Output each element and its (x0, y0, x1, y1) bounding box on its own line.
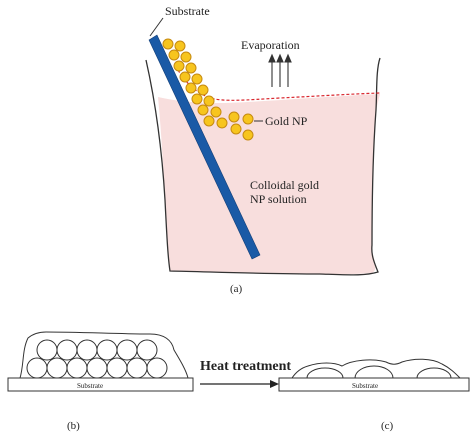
nanoparticle (76, 339, 98, 361)
nanoparticle (66, 357, 88, 379)
substrate-label-a: Substrate (165, 4, 210, 18)
substrate-label-c: Substrate (352, 382, 378, 390)
nanoparticle (56, 339, 78, 361)
nanoparticle (26, 357, 48, 379)
heat-treatment-arrow: Heat treatment (200, 359, 291, 388)
gold-nanoparticle (230, 123, 242, 135)
gold-nanoparticle (203, 115, 215, 127)
gold-nanoparticle (185, 82, 197, 94)
nanoparticle (96, 339, 118, 361)
panel-b: Substrate (b) (7, 331, 194, 432)
gold-np-label: Gold NP (265, 114, 308, 128)
gold-islands (306, 365, 452, 379)
gold-nanoparticle (179, 71, 191, 83)
panel-c: Substrate (c) (278, 358, 470, 432)
panel-a: Substrate Evaporation Gold NP Colloidal … (145, 4, 381, 295)
nanoparticle-film-outline (19, 331, 189, 379)
gold-island (416, 367, 452, 379)
gold-nanoparticle (197, 84, 209, 96)
gold-island (354, 365, 394, 379)
nanoparticle (146, 357, 168, 379)
gold-nanoparticle (210, 106, 222, 118)
nanoparticle (106, 357, 128, 379)
nanoparticle (86, 357, 108, 379)
gold-nanoparticle (168, 49, 180, 61)
nanoparticle (136, 339, 158, 361)
annealed-film-outline (291, 358, 461, 379)
substrate-slide (148, 34, 261, 260)
gold-nanoparticle (174, 40, 186, 52)
caption-c: (c) (381, 420, 394, 432)
gold-nanoparticle (180, 51, 192, 63)
gold-island (306, 367, 344, 379)
gold-nanoparticle (228, 111, 240, 123)
evaporation-arrows (268, 53, 292, 87)
caption-b: (b) (67, 420, 80, 432)
substrate-pointer (149, 17, 164, 37)
nanoparticle (36, 339, 58, 361)
gold-nanoparticle (216, 117, 228, 129)
substrate-label-b: Substrate (77, 382, 103, 390)
gold-nanoparticles (162, 38, 254, 141)
nanoparticle (116, 339, 138, 361)
gold-nanoparticle (242, 113, 254, 125)
substrate-slab-b (7, 377, 194, 392)
solution-label-line2: NP solution (250, 192, 307, 206)
gold-nanoparticle (185, 62, 197, 74)
gold-nanoparticle (173, 60, 185, 72)
gold-nanoparticle (191, 93, 203, 105)
nanoparticle (46, 357, 68, 379)
caption-a: (a) (230, 283, 243, 295)
beaker-outline (145, 57, 381, 276)
gold-nanoparticle (197, 104, 209, 116)
nanoparticle-stack (26, 339, 168, 379)
heat-treatment-label: Heat treatment (200, 359, 291, 374)
nanoparticle (126, 357, 148, 379)
gold-nanoparticle (203, 95, 215, 107)
gold-nanoparticle (242, 129, 254, 141)
solution-label-line1: Colloidal gold (250, 178, 319, 192)
gold-nanoparticle (162, 38, 174, 50)
gold-nanoparticle (191, 73, 203, 85)
colloidal-solution-region (158, 94, 380, 275)
evaporation-label: Evaporation (241, 38, 300, 52)
